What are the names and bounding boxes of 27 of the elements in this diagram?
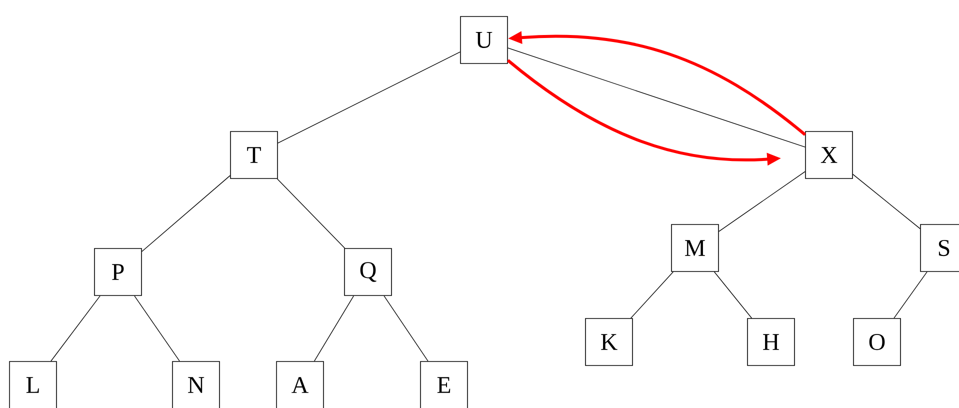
tree-line	[630, 272, 674, 318]
tree-line	[50, 296, 100, 362]
letter-box: H	[747, 318, 795, 366]
tree-line	[508, 48, 806, 148]
letter-box: A	[276, 361, 324, 408]
letter-box: M	[671, 224, 719, 272]
letter-box: P	[94, 248, 142, 296]
letter-box: L	[9, 361, 57, 408]
tree-line	[134, 296, 180, 362]
tree-line	[278, 52, 460, 144]
tree-line	[314, 296, 354, 362]
letter-box: N	[172, 361, 220, 408]
letter-box: X	[805, 131, 853, 179]
letter-box: K	[585, 318, 633, 366]
letter-box: U	[460, 16, 508, 64]
tree-line	[276, 178, 346, 248]
letter-box: S	[920, 224, 959, 272]
letter-box: T	[230, 131, 278, 179]
tree-line	[142, 175, 230, 252]
tree-line	[852, 174, 920, 230]
tree-line	[718, 171, 806, 232]
letter-box: E	[420, 361, 468, 408]
tree-line	[384, 296, 428, 362]
letter-box: Q	[344, 248, 392, 296]
tree-line	[894, 272, 928, 318]
tree-line	[714, 272, 752, 318]
letter-box: O	[853, 318, 901, 366]
